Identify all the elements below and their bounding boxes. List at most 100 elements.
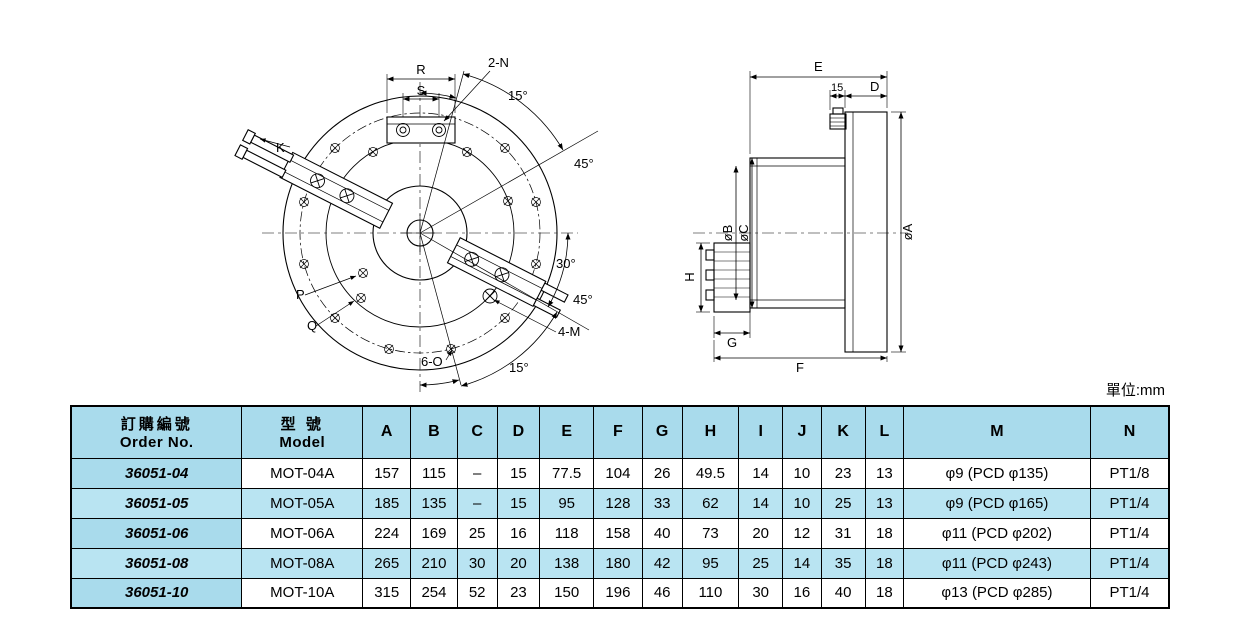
model-cell: MOT-06A (241, 517, 364, 549)
value-i-cell: 14 (738, 457, 784, 489)
value-n-cell: PT1/4 (1089, 547, 1170, 579)
unit-label: 單位:mm (1105, 382, 1165, 399)
value-h-cell: 95 (681, 547, 740, 579)
front-view-labels: R S 2-N K 15° 45° 30° 45° 15° P Q 4-M 6-… (276, 55, 594, 375)
value-j-cell: 10 (782, 457, 822, 489)
dim-label-h: H (682, 272, 697, 281)
value-b-cell: 254 (410, 577, 458, 609)
value-b-cell: 115 (410, 457, 458, 489)
dim-label-q: Q (307, 318, 317, 333)
value-a-cell: 224 (362, 517, 412, 549)
value-c-cell: – (456, 457, 498, 489)
value-n-cell: PT1/4 (1089, 487, 1170, 519)
dim-label-e: E (814, 59, 823, 74)
value-e-cell: 95 (539, 487, 595, 519)
value-d-cell: 15 (496, 457, 541, 489)
value-c-cell: 52 (456, 577, 498, 609)
value-i-cell: 30 (738, 577, 784, 609)
dim-label-6o: 6-O (421, 354, 443, 369)
dim-label-4m: 4-M (558, 324, 580, 339)
header-col-b: B (410, 405, 458, 459)
header-model: 型 號 Model (241, 405, 364, 459)
dim-label-f: F (796, 360, 804, 375)
header-col-d: D (496, 405, 541, 459)
value-c-cell: 30 (456, 547, 498, 579)
value-h-cell: 49.5 (681, 457, 740, 489)
value-m-cell: φ11 (PCD φ202) (902, 517, 1091, 549)
value-g-cell: 26 (641, 457, 683, 489)
side-view-drawing (693, 71, 908, 362)
dim-label-d: D (870, 79, 879, 94)
header-model-zh: 型 號 (280, 416, 324, 434)
value-d-cell: 16 (496, 517, 541, 549)
value-a-cell: 185 (362, 487, 412, 519)
value-k-cell: 31 (820, 517, 866, 549)
value-c-cell: – (456, 487, 498, 519)
order-no-cell: 36051-08 (70, 547, 243, 579)
value-d-cell: 23 (496, 577, 541, 609)
value-i-cell: 14 (738, 487, 784, 519)
value-e-cell: 150 (539, 577, 595, 609)
value-j-cell: 12 (782, 517, 822, 549)
angle-label-15-top: 15° (508, 88, 528, 103)
order-no-cell: 36051-06 (70, 517, 243, 549)
value-k-cell: 25 (820, 487, 866, 519)
value-e-cell: 77.5 (539, 457, 595, 489)
header-col-a: A (362, 405, 412, 459)
value-k-cell: 35 (820, 547, 866, 579)
value-c-cell: 25 (456, 517, 498, 549)
value-m-cell: φ9 (PCD φ135) (902, 457, 1091, 489)
angle-label-45-low: 45° (573, 292, 593, 307)
header-col-k: K (820, 405, 866, 459)
model-cell: MOT-10A (241, 577, 364, 609)
order-no-cell: 36051-05 (70, 487, 243, 519)
value-m-cell: φ13 (PCD φ285) (902, 577, 1091, 609)
order-no-cell: 36051-04 (70, 457, 243, 489)
dim-label-phi-a: øA (900, 223, 915, 240)
value-j-cell: 16 (782, 577, 822, 609)
value-a-cell: 265 (362, 547, 412, 579)
value-n-cell: PT1/8 (1089, 457, 1170, 489)
dim-label-phi-c: øC (736, 224, 751, 241)
value-m-cell: φ9 (PCD φ165) (902, 487, 1091, 519)
order-no-cell: 36051-10 (70, 577, 243, 609)
dim-label-g: G (727, 335, 737, 350)
value-i-cell: 25 (738, 547, 784, 579)
value-k-cell: 23 (820, 457, 866, 489)
header-col-i: I (738, 405, 784, 459)
value-e-cell: 138 (539, 547, 595, 579)
value-j-cell: 10 (782, 487, 822, 519)
dim-label-k: K (276, 140, 285, 155)
angle-label-30: 30° (556, 256, 576, 271)
value-b-cell: 169 (410, 517, 458, 549)
value-g-cell: 40 (641, 517, 683, 549)
header-order-no: 訂購編號 Order No. (70, 405, 243, 459)
value-j-cell: 14 (782, 547, 822, 579)
header-col-c: C (456, 405, 498, 459)
dim-label-phi-b: øB (720, 225, 735, 242)
value-l-cell: 18 (864, 547, 904, 579)
value-g-cell: 42 (641, 547, 683, 579)
front-view-drawing (234, 70, 599, 392)
angle-label-15-low: 15° (509, 360, 529, 375)
header-col-m: M (902, 405, 1091, 459)
value-i-cell: 20 (738, 517, 784, 549)
value-l-cell: 13 (864, 457, 904, 489)
header-col-j: J (782, 405, 822, 459)
dim-label-s: S (417, 83, 426, 98)
value-l-cell: 13 (864, 487, 904, 519)
value-e-cell: 118 (539, 517, 595, 549)
model-cell: MOT-04A (241, 457, 364, 489)
header-col-f: F (593, 405, 643, 459)
value-d-cell: 20 (496, 547, 541, 579)
value-h-cell: 73 (681, 517, 740, 549)
header-col-l: L (864, 405, 904, 459)
dim-label-15: 15 (831, 82, 843, 94)
